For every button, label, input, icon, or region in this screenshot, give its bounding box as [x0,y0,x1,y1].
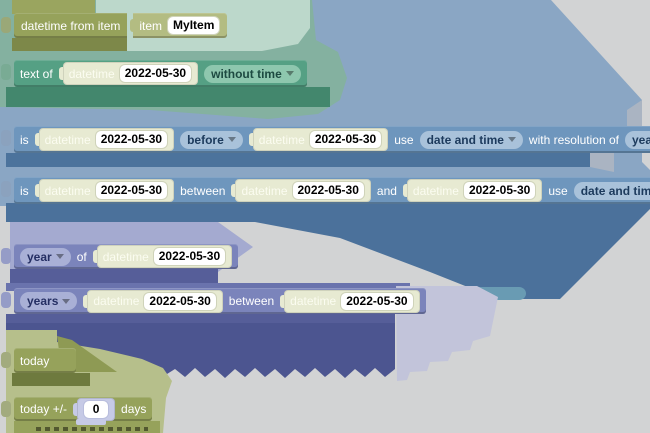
without-time-dropdown[interactable]: without time [204,64,301,83]
item-name-field[interactable]: MyItem [167,16,221,35]
ghost-output-tab [1,130,11,146]
datetime-field-label: datetime [44,183,91,198]
shadow-block-datetime[interactable]: datetime 2022-05-30 [58,62,199,85]
ghost-output-tab [1,352,11,368]
block-is-datetime-compare[interactable]: is datetime 2022-05-30 before datetime 2… [14,126,650,153]
block-label: today +/- [20,402,68,416]
unit-dropdown[interactable]: year [20,247,71,266]
between-label: between [228,294,275,308]
ghost-indigo-mass-zigzag [6,323,395,378]
between-label: between [180,183,226,198]
ghost-output-tab [1,292,11,308]
block-today[interactable]: today [14,348,76,373]
compare-op-dropdown[interactable]: before [180,130,243,149]
datetime-field-label: datetime [93,294,140,308]
resolution-dropdown[interactable]: years [624,130,650,149]
datetime-field-label: datetime [258,132,305,147]
shadow-block-item[interactable]: item MyItem [130,13,228,38]
datetime-value-field[interactable]: 2022-05-30 [152,247,227,266]
shadow-block-datetime[interactable]: datetime 2022-05-30 [34,128,175,151]
ghost-blue-mass [6,203,650,299]
datetime-value-field[interactable]: 2022-05-30 [291,181,365,200]
dropdown-arrow-icon [285,71,294,76]
shadow-block-datetime[interactable]: datetime 2022-05-30 [231,179,371,202]
puzzle-notch-icon [402,184,410,197]
days-label: days [121,402,147,416]
and-label: and [376,183,397,198]
block-datetime-from-item-body[interactable]: datetime from item [14,13,128,38]
days-value-field[interactable]: 0 [83,399,110,419]
block-datetime-from-item[interactable]: datetime from item item MyItem [14,13,228,38]
block-unit-of-datetime[interactable]: year of datetime 2022-05-30 [14,244,239,269]
use-mode-dropdown[interactable]: date and time [419,130,523,149]
shadow-block-datetime[interactable]: datetime 2022-05-30 [280,289,420,313]
cutoff-field-remnant [76,419,106,425]
ghost-olive-top-strip [12,0,95,14]
of-label: of [76,249,87,264]
shadow-block-datetime[interactable]: datetime 2022-05-30 [402,179,543,202]
ghost-output-tab [1,181,11,197]
use-mode-dropdown[interactable]: date and time [573,181,650,200]
puzzle-notch-icon [130,19,138,32]
block-text-of-datetime[interactable]: text of datetime 2022-05-30 without time [14,60,307,87]
ghost-blue-facet-top [627,100,642,134]
datetime-value-field[interactable]: 2022-05-30 [462,181,537,200]
datetime-value-field[interactable]: 2022-05-30 [340,291,414,311]
shadow-block-datetime[interactable]: datetime 2022-05-30 [92,245,233,268]
block-label: is [20,183,29,198]
puzzle-notch-icon [248,133,256,146]
puzzle-notch-icon [92,250,100,263]
resolution-label: with resolution of [528,132,619,147]
puzzle-notch-icon [83,294,91,308]
ghost-output-tab [1,64,11,80]
ghost-olive-shadow-strip-2 [12,373,90,386]
ghost-indigo-shadow-strip-2 [6,314,395,324]
datetime-value-field[interactable]: 2022-05-30 [143,291,217,311]
block-is-datetime-between[interactable]: is datetime 2022-05-30 between datetime … [14,177,650,204]
block-label: today [20,353,50,368]
unit-dropdown[interactable]: years [20,292,78,310]
block-label: text of [20,66,53,81]
ghost-output-tab [1,17,11,33]
shadow-block-datetime[interactable]: datetime 2022-05-30 [83,289,223,313]
shadow-block-number[interactable]: 0 [73,397,116,421]
cutoff-block-text-marks [36,427,148,431]
block-label: is [20,132,29,147]
puzzle-notch-icon [34,133,42,146]
ghost-output-tab [1,248,11,264]
shadow-block-datetime[interactable]: datetime 2022-05-30 [34,179,175,202]
datetime-field-label: datetime [412,183,459,198]
datetime-field-label: datetime [102,249,149,264]
puzzle-notch-icon [58,67,66,80]
puzzle-notch-icon [73,402,81,416]
shadow-block-datetime[interactable]: datetime 2022-05-30 [248,128,389,151]
ghost-indigo-shadow-strip-1 [10,269,218,283]
block-today-offset[interactable]: today +/- 0 days [14,397,153,421]
block-units-between-datetimes[interactable]: years datetime 2022-05-30 between dateti… [14,288,426,314]
dropdown-arrow-icon [507,137,516,142]
item-label: item [139,18,163,33]
datetime-value-field[interactable]: 2022-05-30 [118,64,193,83]
use-label: use [548,183,568,198]
dropdown-arrow-icon [55,254,64,259]
ghost-blue-facet-mid [590,153,614,172]
puzzle-notch-icon [280,294,288,308]
datetime-field-label: datetime [68,66,115,81]
ghost-blue-shadow-strip [6,153,590,167]
datetime-value-field[interactable]: 2022-05-30 [308,130,383,149]
puzzle-notch-icon [231,184,239,197]
datetime-value-field[interactable]: 2022-05-30 [94,130,169,149]
use-label: use [394,132,414,147]
dropdown-arrow-icon [62,298,71,304]
datetime-field-label: datetime [241,183,288,198]
datetime-field-label: datetime [44,132,91,147]
datetime-value-field[interactable]: 2022-05-30 [94,181,169,200]
dropdown-arrow-icon [227,137,236,142]
block-label: datetime from item [21,18,121,33]
datetime-field-label: datetime [290,294,337,308]
puzzle-notch-icon [34,184,42,197]
ghost-output-tab [1,401,11,417]
ghost-olive-shadow-strip [12,38,127,51]
ghost-teal-dark-strip [6,87,330,107]
